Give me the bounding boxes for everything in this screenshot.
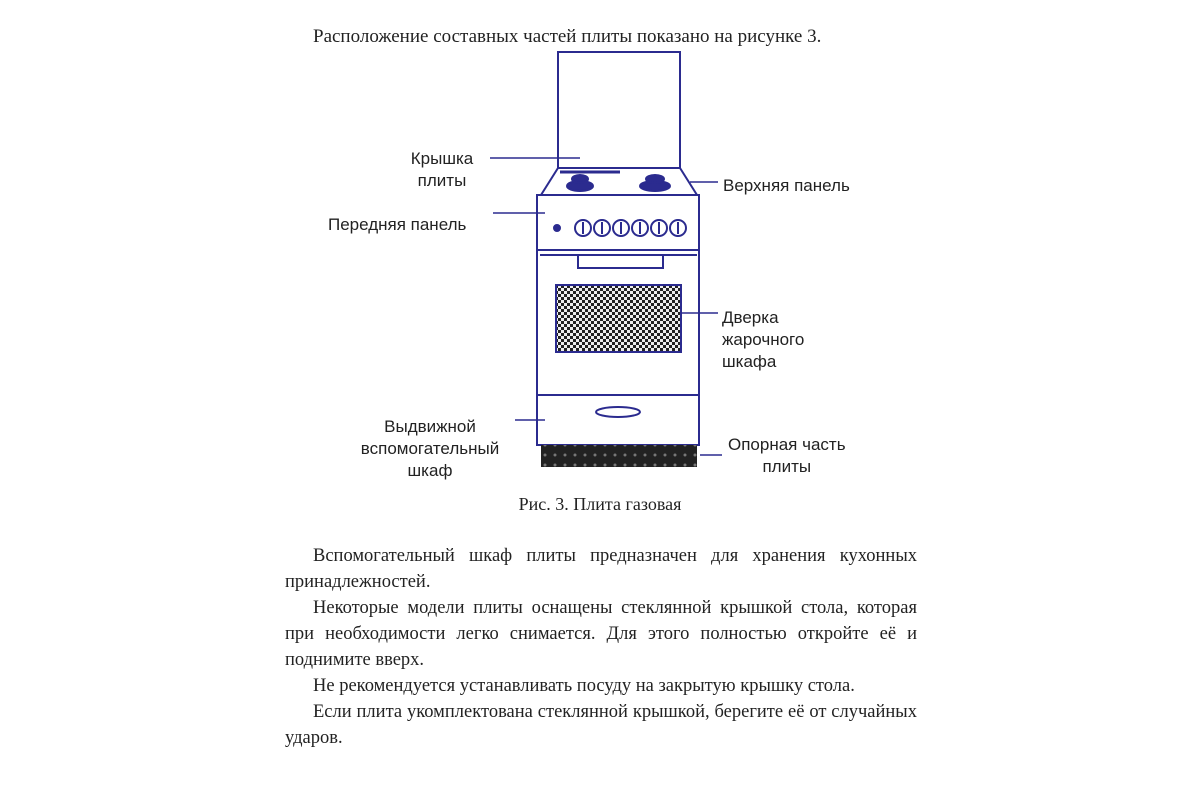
label-line: Опорная часть — [728, 435, 846, 454]
paragraph: Не рекомендуется устанавливать посуду на… — [313, 676, 855, 696]
label-line: шкаф — [407, 461, 453, 480]
label-line: вспомогательный — [360, 439, 500, 458]
label-front-panel: Передняя панель — [328, 215, 467, 234]
figure-caption: Рис. 3. Плита газовая — [518, 494, 682, 514]
label-line: Выдвижной — [384, 417, 476, 436]
label-top-panel: Верхняя панель — [723, 176, 850, 195]
label-line: Крышка — [410, 149, 474, 168]
oven-window — [555, 284, 682, 353]
label-line: шкафа — [722, 352, 777, 371]
paragraph: Если плита укомплектована стеклянной кры… — [285, 702, 917, 748]
label-line: плиты — [417, 171, 467, 190]
label-drawer: Выдвижной вспомогательный шкаф — [345, 416, 515, 482]
label-line: Дверка — [722, 308, 779, 327]
base — [541, 445, 697, 467]
label-lid: Крышка плиты — [400, 148, 484, 192]
lid — [557, 51, 681, 169]
drawer — [536, 394, 700, 446]
label-line: плиты — [762, 457, 812, 476]
paragraph: Вспомогательный шкаф плиты предназначен … — [285, 546, 917, 592]
paragraph: Некоторые модели плиты оснащены стеклянн… — [285, 598, 917, 670]
label-base: Опорная часть плиты — [728, 434, 846, 478]
label-oven-door: Дверка жарочного шкафа — [722, 307, 804, 373]
body-text: Вспомогательный шкаф плиты предназначен … — [285, 543, 917, 751]
front-panel — [536, 194, 700, 251]
knobs — [553, 219, 687, 237]
label-line: жарочного — [722, 330, 805, 349]
intro-text: Расположение составных частей плиты пока… — [313, 26, 822, 47]
